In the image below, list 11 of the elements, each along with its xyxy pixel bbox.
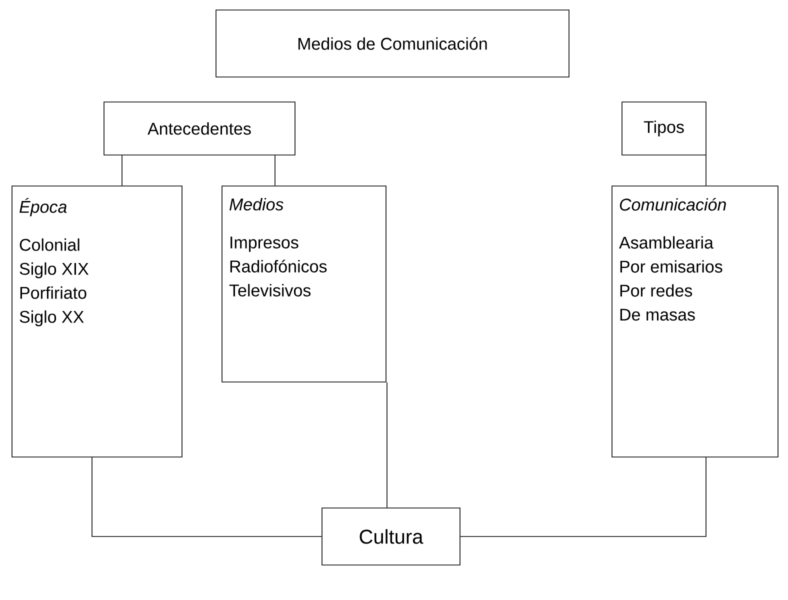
- list-box: Época Colonial Siglo XIX Porfiriato Siglo XX: [12, 186, 182, 458]
- label-box: Antecedentes: [104, 102, 296, 156]
- connector-line: [92, 457, 322, 537]
- connector-line: [386, 382, 388, 508]
- connector-line: [460, 457, 706, 537]
- list-box: Medios Impresos Radiofónicos Televisivos: [222, 186, 386, 382]
- label-box: Tipos: [622, 102, 706, 156]
- list-box: Comunicación Asamblearia Por emisarios Por redes De masas: [612, 186, 778, 458]
- connector-line: [274, 155, 276, 186]
- title-box: Medios de Comunicación: [216, 10, 570, 78]
- label-box: Cultura: [322, 508, 460, 566]
